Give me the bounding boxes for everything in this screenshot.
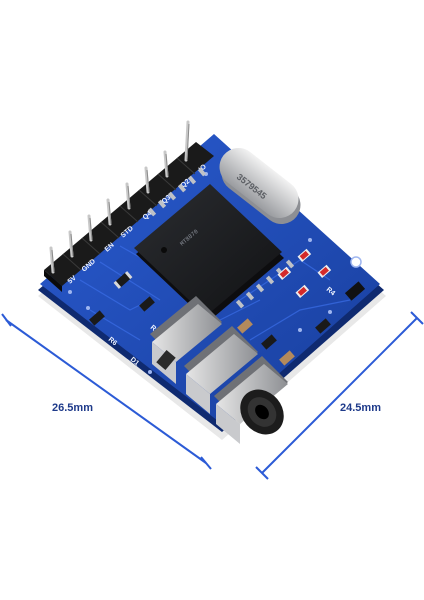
pin-label-5v: 5V — [67, 274, 78, 285]
dimension-line-right — [261, 317, 418, 474]
silkscreen-labels: D1 R6 R2 R4 — [107, 286, 336, 367]
silk-r2: R2 — [149, 324, 160, 335]
mounting-hole — [350, 256, 362, 268]
audio-jack-1 — [150, 296, 222, 384]
silk-r6: R6 — [107, 336, 118, 347]
smd-components — [89, 271, 366, 366]
led-array — [277, 248, 332, 298]
dimension-right: 24.5mm — [255, 311, 424, 480]
depth-label: 24.5mm — [340, 402, 381, 414]
pin-label-q3: Q3 — [161, 194, 173, 205]
width-label: 26.5mm — [52, 402, 93, 414]
dimension-left: 26.5mm — [1, 313, 212, 470]
pin-header-dividers — [62, 157, 196, 271]
pin-label-q4: Q4 — [142, 210, 154, 221]
pin-label-en: EN — [104, 242, 116, 254]
header-pins-shade — [51, 123, 190, 273]
audio-jack-2 — [184, 326, 258, 414]
header-pins — [49, 120, 190, 274]
silk-r4: R4 — [325, 286, 336, 297]
dimension-line-left — [5, 319, 207, 464]
crystal-oscillator: 3579545 — [219, 147, 301, 225]
silk-d1: D1 — [129, 356, 140, 367]
audio-jack-3 — [214, 356, 288, 444]
main-chip: MT8870 — [134, 167, 295, 322]
pin-label-q2: Q2 — [180, 178, 192, 189]
pin-label-io: IO — [198, 163, 209, 173]
